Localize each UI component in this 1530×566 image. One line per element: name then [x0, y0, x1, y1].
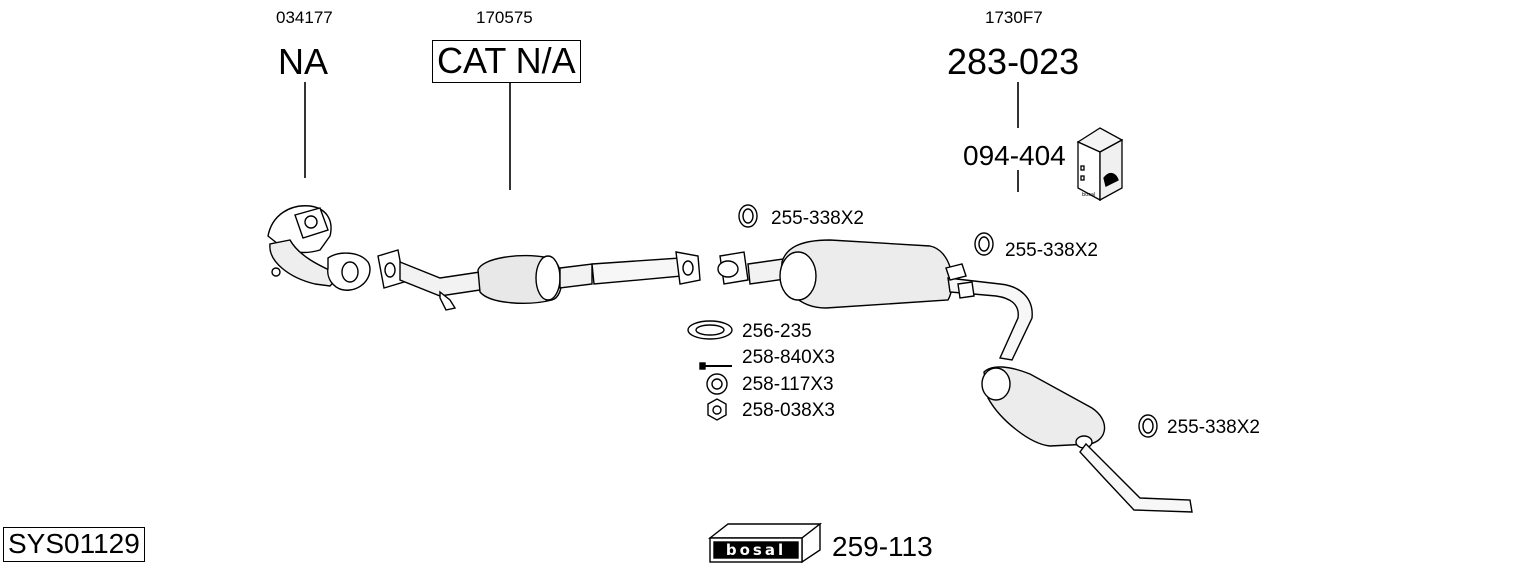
gasket-label-1: 255-338X2 — [771, 208, 864, 229]
bracket-box-logo: bosal — [1082, 192, 1095, 198]
mounting-kit-box-icon: bosal — [707, 522, 823, 564]
code-1730f7: 1730F7 — [985, 8, 1043, 27]
part-283-023: 283-023 — [947, 41, 1080, 82]
center-muffler-part — [717, 239, 1033, 361]
gasket-label-3: 255-338X2 — [1167, 417, 1260, 438]
code-034177: 034177 — [276, 8, 333, 27]
part-cat-na: CAT N/A — [432, 40, 581, 83]
gasket-icon-1 — [738, 204, 758, 228]
fitting-label-258-840x3: 258-840X3 — [742, 347, 835, 368]
mounting-kit-label: 259-113 — [832, 531, 933, 562]
washer-icon — [706, 373, 728, 395]
fitting-label-258-038x3: 258-038X3 — [742, 400, 835, 421]
fitting-label-258-117x3: 258-117X3 — [742, 374, 834, 395]
gasket-icon-3 — [1138, 414, 1158, 438]
front-pipe-part — [267, 205, 371, 291]
fitting-label-256-235: 256-235 — [742, 321, 812, 342]
code-170575: 170575 — [476, 8, 533, 27]
gasket-icon-2 — [974, 232, 994, 256]
system-code: SYS01129 — [3, 527, 145, 562]
bracket-box-icon: bosal — [1076, 127, 1124, 202]
part-na: NA — [278, 41, 329, 82]
ring-gasket-icon — [687, 320, 733, 340]
rear-muffler-part — [981, 366, 1193, 513]
catalytic-converter-part — [377, 249, 701, 311]
part-094-404: 094-404 — [963, 140, 1066, 171]
bosal-logo: bosal — [726, 541, 786, 559]
bolt-icon — [699, 362, 732, 370]
gasket-label-2: 255-338X2 — [1005, 240, 1098, 261]
nut-icon — [707, 398, 727, 421]
